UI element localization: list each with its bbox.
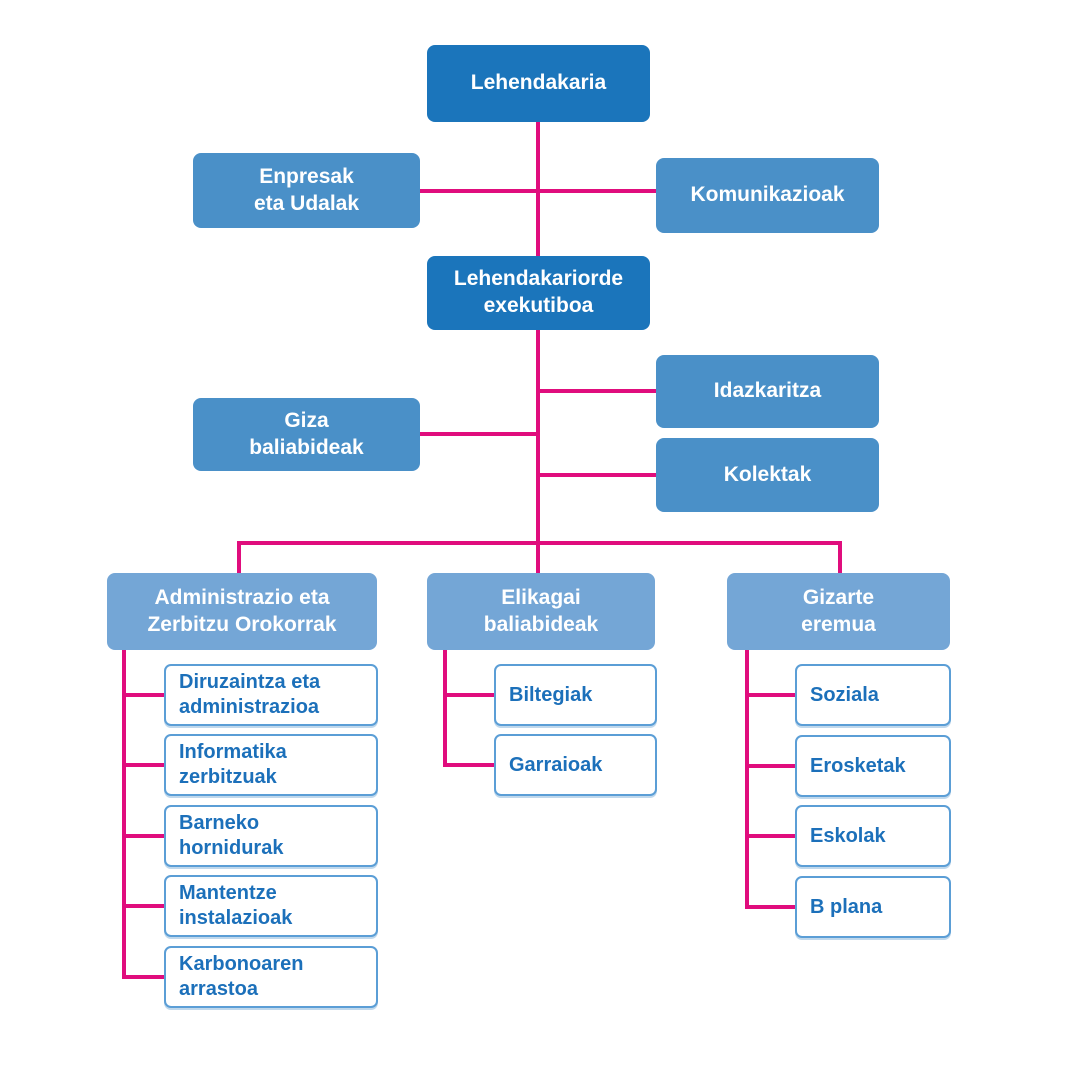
node-enpresak-eta-udalak: Enpresak eta Udalak [193,153,420,228]
connector-branch-drop-right [838,541,842,573]
connector-branches-horizontal [237,541,842,545]
connector-gizarte-stub-1 [745,693,797,697]
node-kolektak: Kolektak [656,438,879,512]
leaf-soziala: Soziala [795,664,951,726]
connector-admin-stub-3 [122,834,166,838]
branch-administrazio-zerbitzu-orokorrak: Administrazio eta Zerbitzu Orokorrak [107,573,377,650]
connector-gizarte-stub-2 [745,764,797,768]
node-idazkaritza: Idazkaritza [656,355,879,428]
connector-kolektak [538,473,656,477]
connector-gizarte-rail [745,650,749,909]
leaf-diruzaintza-eta-administrazioa: Diruzaintza eta administrazioa [164,664,378,726]
connector-gizarte-stub-3 [745,834,797,838]
leaf-eskolak: Eskolak [795,805,951,867]
connector-elikagai-stub-2 [443,763,496,767]
connector-admin-stub-5 [122,975,166,979]
leaf-mantentze-instalazioak: Mantentze instalazioak [164,875,378,937]
leaf-karbonoaren-arrastoa: Karbonoaren arrastoa [164,946,378,1008]
connector-admin-stub-1 [122,693,166,697]
node-komunikazioak: Komunikazioak [656,158,879,233]
leaf-informatika-zerbitzuak: Informatika zerbitzuak [164,734,378,796]
connector-admin-stub-4 [122,904,166,908]
connector-elikagai-stub-1 [443,693,496,697]
connector-admin-rail [122,650,126,979]
leaf-garraioak: Garraioak [494,734,657,796]
connector-giza-baliabideak [420,432,538,436]
leaf-erosketak: Erosketak [795,735,951,797]
branch-gizarte-eremua: Gizarte eremua [727,573,950,650]
connector-admin-stub-2 [122,763,166,767]
connector-level2-horizontal [420,189,656,193]
node-lehendakariorde-exekutiboa: Lehendakariorde exekutiboa [427,256,650,330]
connector-elikagai-rail [443,650,447,767]
leaf-biltegiak: Biltegiak [494,664,657,726]
connector-gizarte-stub-4 [745,905,797,909]
connector-idazkaritza [538,389,656,393]
leaf-b-plana: B plana [795,876,951,938]
leaf-barneko-hornidurak: Barneko hornidurak [164,805,378,867]
connector-branch-drop-left [237,541,241,573]
node-giza-baliabideak: Giza baliabideak [193,398,420,471]
node-lehendakaria: Lehendakaria [427,45,650,122]
branch-elikagai-baliabideak: Elikagai baliabideak [427,573,655,650]
connector-vice-to-branches [536,330,540,573]
